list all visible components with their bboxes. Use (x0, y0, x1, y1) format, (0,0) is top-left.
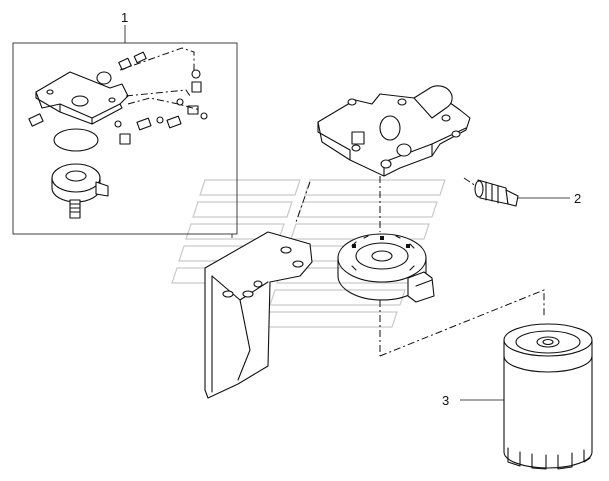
mounting-bracket (204, 231, 313, 399)
kit-fittings (28, 47, 208, 145)
kit-o-ring (53, 128, 99, 152)
kit-filter-head (35, 71, 129, 125)
kit-filter-base (51, 163, 109, 219)
callout-1: 1 (121, 10, 128, 25)
callout-2: 2 (574, 191, 581, 206)
kit-box (12, 25, 238, 238)
filter-base (337, 233, 435, 303)
assembly-centerline (295, 176, 545, 357)
callout-3: 3 (442, 393, 449, 408)
spin-on-oil-filter (460, 323, 593, 470)
pressure-sensor (474, 179, 570, 207)
main-filter-head (317, 85, 471, 177)
